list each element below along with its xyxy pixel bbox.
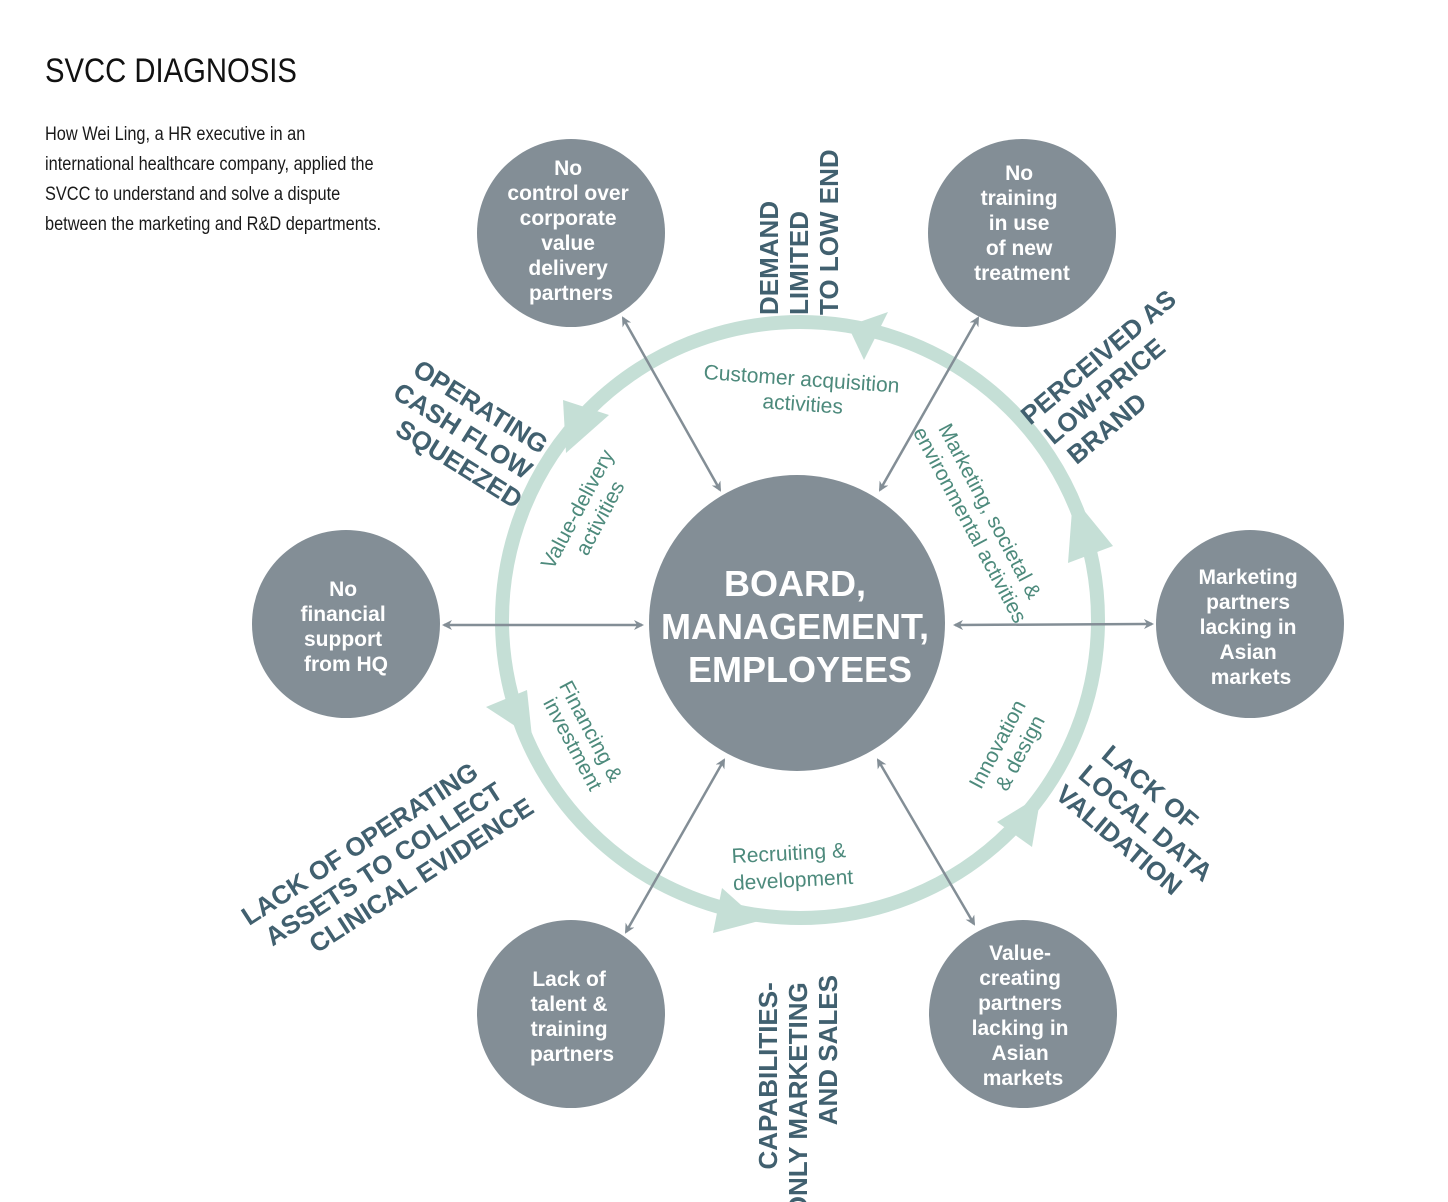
partner-node-right: Marketing partners lacking in Asian mark… xyxy=(1156,530,1344,718)
ring-arrowhead-right xyxy=(1068,497,1113,563)
page-title: SVCC DIAGNOSIS xyxy=(45,52,297,90)
connector-top-left xyxy=(621,316,722,492)
connector-right xyxy=(953,619,1154,630)
connectors xyxy=(442,316,1154,934)
partner-node-top-right: No training in use of new treatment xyxy=(928,139,1116,327)
svg-text:BOARD, MANAGEMENT,: BOARD, MANAGEMENT, EMPLOYEES xyxy=(661,563,939,690)
ring-arrowhead-top xyxy=(848,312,888,360)
svg-text:Value- creating pa: Value- creating partners lacking in Asia… xyxy=(972,942,1075,1090)
activity-label-customer-acquisition: Customer acquisition activities xyxy=(701,361,906,423)
partner-node-bottom-left: Lack of talent & training partners xyxy=(477,920,665,1108)
svg-text:LACK OF LOCAL DATA: LACK OF LOCAL DATA VALIDATION xyxy=(1050,732,1243,914)
issue-label-demand-limited: DEMAND LIMITED TO LOW END xyxy=(754,149,844,315)
partner-node-top-left: No control over corporate value delivery… xyxy=(477,139,665,327)
issue-label-lack-operating-assets: LACK OF OPERATING ASSETS TO COLLECT CLIN… xyxy=(236,741,539,981)
svg-text:Recruiting & development: Recruiting & development xyxy=(731,839,854,895)
center-node: BOARD, MANAGEMENT, EMPLOYEES xyxy=(649,475,945,771)
connector-bottom-left xyxy=(624,758,726,934)
svg-text:Lack of talent & t: Lack of talent & training partners xyxy=(530,968,614,1066)
issue-label-capabilities-only: CAPABILITIES- ONLY MARKETING AND SALES xyxy=(753,975,843,1202)
svg-text:CAPABILITIES- ONLY MARKE: CAPABILITIES- ONLY MARKETING AND SALES xyxy=(753,975,843,1202)
svg-text:Marketing partners: Marketing partners lacking in Asian mark… xyxy=(1198,566,1303,689)
svg-text:No control over co: No control over corporate value delivery… xyxy=(507,157,634,305)
activity-label-recruiting: Recruiting & development xyxy=(731,839,854,895)
issue-label-lack-local-data: LACK OF LOCAL DATA VALIDATION xyxy=(1050,732,1243,914)
ring-arrowhead-top-left xyxy=(563,400,609,453)
ring-arrowhead-left xyxy=(486,690,532,737)
page-subtitle: How Wei Ling, a HR executive in an inter… xyxy=(45,124,382,235)
svg-text:No training in use: No training in use of new treatment xyxy=(974,162,1070,285)
connector-bottom-right xyxy=(876,758,976,926)
center-line: BOARD, xyxy=(724,563,866,604)
center-line: MANAGEMENT, xyxy=(661,606,929,647)
svg-text:Customer acquisition act: Customer acquisition activities xyxy=(701,361,906,423)
connector-top-right xyxy=(878,316,980,492)
center-line: EMPLOYEES xyxy=(688,649,912,690)
partner-node-bottom-right: Value- creating partners lacking in Asia… xyxy=(929,920,1117,1108)
partner-node-left: No financial support from HQ xyxy=(252,530,440,718)
svg-text:LACK OF OPERATING ASSETS: LACK OF OPERATING ASSETS TO COLLECT CLIN… xyxy=(236,741,539,981)
svg-text:DEMAND LIMITED TO: DEMAND LIMITED TO LOW END xyxy=(754,149,844,315)
svg-text:No financial suppo: No financial support from HQ xyxy=(300,578,391,676)
ring-arrowhead-bottom-right xyxy=(997,795,1041,847)
